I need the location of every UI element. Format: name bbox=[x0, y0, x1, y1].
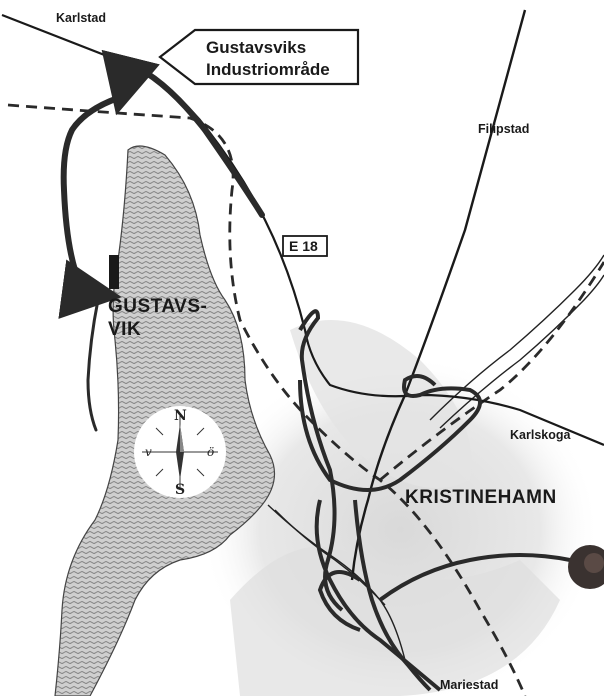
compass-east: ö bbox=[207, 445, 214, 459]
access-route bbox=[58, 49, 265, 432]
compass-west: v bbox=[145, 445, 152, 459]
railways bbox=[7, 103, 604, 696]
callout-line-2: Industriområde bbox=[206, 60, 330, 79]
label-karlskoga: Karlskoga bbox=[510, 428, 571, 442]
compass-south: S bbox=[175, 482, 185, 498]
label-kristinehamn: KRISTINEHAMN bbox=[405, 487, 557, 508]
label-mariestad: Mariestad bbox=[440, 678, 498, 692]
label-filipstad: Filipstad bbox=[478, 122, 529, 136]
industrial-site-marker bbox=[109, 255, 119, 289]
callout-line-1: Gustavsviks bbox=[206, 38, 306, 57]
road-filipstad bbox=[350, 9, 527, 581]
callout-box bbox=[158, 28, 360, 86]
e18-sign bbox=[282, 235, 328, 257]
town-roads bbox=[298, 309, 571, 692]
label-gustavsvik-2: VIK bbox=[108, 319, 141, 340]
label-karlstad: Karlstad bbox=[56, 11, 106, 25]
label-gustavsvik-1: GUSTAVS- bbox=[108, 296, 207, 317]
compass-north: N bbox=[174, 408, 187, 424]
compass-rose: N S v ö bbox=[134, 406, 226, 498]
urban-area bbox=[200, 320, 600, 696]
e18-sign-label: E 18 bbox=[289, 238, 318, 254]
